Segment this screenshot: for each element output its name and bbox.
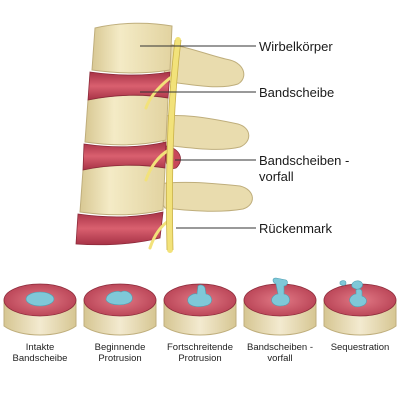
stage-label-line2: vorfall <box>267 353 293 364</box>
leader-lines <box>140 45 256 229</box>
stage-herniation <box>243 277 317 336</box>
stage-label-line1: Sequestration <box>330 342 390 353</box>
stage-label-line1: Bandscheiben - <box>246 342 314 353</box>
stage-label-line1: Fortschreitende <box>166 342 233 353</box>
label-spinal-cord: Rückenmark <box>259 221 332 236</box>
label-vertebral-body: Wirbelkörper <box>259 39 333 54</box>
vertebral-bodies <box>79 22 173 216</box>
spine-side-view <box>75 22 256 253</box>
stage-label-intact: Intakte Bandscheibe <box>4 342 76 364</box>
label-herniation-line1: Bandscheiben - <box>259 153 350 168</box>
stage-sequestration <box>323 280 397 336</box>
spinal-cord <box>144 37 181 253</box>
stage-label-herniation: Bandscheiben - vorfall <box>244 342 316 364</box>
stage-beginning-protrusion <box>83 283 157 336</box>
stage-label-sequestration: Sequestration <box>324 342 396 353</box>
stage-label-line2: Bandscheibe <box>12 353 68 364</box>
intervertebral-discs <box>75 71 171 246</box>
stage-label-line1: Beginnende <box>94 342 146 353</box>
stage-label-line1: Intakte <box>25 342 55 353</box>
label-herniation-line2: vorfall <box>259 169 294 184</box>
stage-progressive-protrusion <box>163 283 237 336</box>
spinal-cord-outline <box>166 39 182 251</box>
label-disc: Bandscheibe <box>259 85 335 100</box>
stage-label-beginning-protrusion: Beginnende Protrusion <box>84 342 156 364</box>
stage-label-line2: Protrusion <box>178 353 222 364</box>
stage-label-progressive-protrusion: Fortschreitende Protrusion <box>164 342 236 364</box>
disc-stages <box>3 277 397 336</box>
stage-intact-disc <box>3 283 77 336</box>
stage-label-line2: Protrusion <box>98 353 142 364</box>
